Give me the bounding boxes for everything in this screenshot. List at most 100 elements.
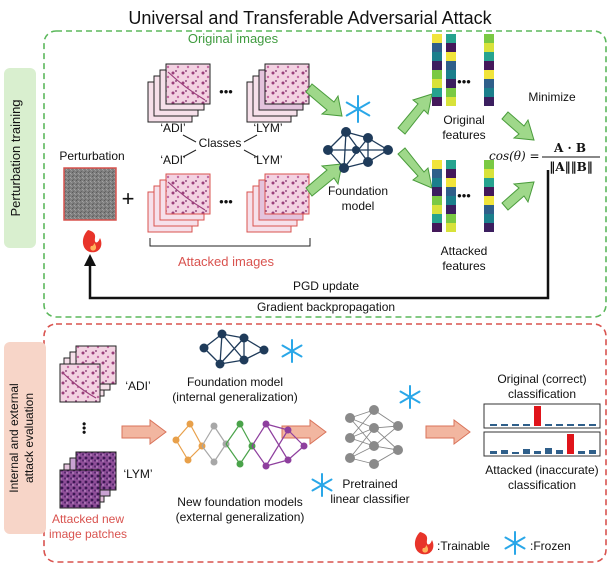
class-bar xyxy=(545,448,552,454)
feature-cell xyxy=(446,223,456,232)
attacked-features-label-1: Attacked xyxy=(441,244,488,258)
feature-cell xyxy=(432,187,442,196)
feature-cell xyxy=(446,61,456,70)
class-bar xyxy=(501,424,508,426)
cos-numerator: A · B xyxy=(553,141,586,155)
attacked-ellipsis: ••• xyxy=(219,194,233,209)
feature-cell xyxy=(432,52,442,61)
feature-cell xyxy=(432,178,442,187)
feature-cell xyxy=(446,34,456,43)
feature-cell xyxy=(432,223,442,232)
gradient-label: Gradient backpropagation xyxy=(257,300,395,314)
figure-title: Universal and Transferable Adversarial A… xyxy=(128,8,492,28)
feature-cell xyxy=(446,70,456,79)
class-bar xyxy=(534,451,541,454)
classifier-label-1: Pretrained xyxy=(342,477,397,491)
att-class-label-1: Attacked (inaccurate) xyxy=(485,463,598,477)
original-features-label-2: features xyxy=(442,128,485,142)
feature-cell xyxy=(432,88,442,97)
feature-cell xyxy=(484,43,494,52)
original-ellipsis: ••• xyxy=(219,84,233,99)
evaluation-label-2: attack evaluation xyxy=(22,393,36,483)
snowflake-icon-legend xyxy=(504,531,526,555)
class-adi-mid: ‘ADI’ xyxy=(160,153,185,167)
foundation-networks-external xyxy=(172,420,308,470)
linear-classifier-network xyxy=(345,405,403,469)
class-bar xyxy=(556,450,563,454)
predicted-class-bar xyxy=(534,406,541,426)
fm-external-label-2: (external generalization) xyxy=(176,510,305,524)
feature-cell xyxy=(484,205,494,214)
feature-cell xyxy=(446,52,456,61)
fm-internal-label-1: Foundation model xyxy=(187,375,283,389)
class-bar xyxy=(589,450,596,454)
att-class-label-2: classification xyxy=(508,478,576,492)
perturbation-label: Perturbation xyxy=(59,149,124,163)
cos-denominator: ‖A‖‖B‖ xyxy=(549,160,592,174)
fm-external-label-1: New foundation models xyxy=(177,495,302,509)
class-bar xyxy=(545,424,552,426)
feature-cell xyxy=(446,97,456,106)
plus-sign: + xyxy=(122,186,135,211)
classes-label: Classes xyxy=(199,136,242,150)
feature-cell xyxy=(446,205,456,214)
snowflake-icon xyxy=(345,95,371,123)
class-bar xyxy=(501,450,508,454)
attacked-features-label-2: features xyxy=(442,259,485,273)
class-adi-top: ‘ADI’ xyxy=(160,121,185,135)
class-lym-top: ‘LYM’ xyxy=(253,121,282,135)
feature-cell xyxy=(432,79,442,88)
feature-ellipsis-top: ••• xyxy=(457,74,471,89)
feature-cell xyxy=(432,160,442,169)
foundation-network-internal xyxy=(199,329,269,369)
class-bar xyxy=(523,424,530,426)
attacked-classification-bars xyxy=(490,434,596,454)
flame-icon xyxy=(82,230,102,253)
feature-cell xyxy=(432,196,442,205)
feature-cell xyxy=(446,169,456,178)
feature-cell xyxy=(446,88,456,97)
attacked-patches-label-1: Attacked new xyxy=(52,512,124,526)
attacked-bracket xyxy=(149,238,311,247)
feature-cell xyxy=(432,61,442,70)
gradient-path xyxy=(88,170,550,300)
eval-adi-stack xyxy=(59,345,117,403)
feature-cell xyxy=(484,61,494,70)
feature-cell xyxy=(484,214,494,223)
feature-cell xyxy=(446,160,456,169)
pgd-update-label: PGD update xyxy=(293,279,359,293)
attacked-feature-vectors xyxy=(432,160,494,232)
feature-cell xyxy=(432,43,442,52)
class-arrows xyxy=(182,134,258,158)
salmon-arrows xyxy=(121,419,471,445)
evaluation-label-1: Internal and external xyxy=(7,383,21,492)
class-bar xyxy=(589,424,596,426)
feature-cell xyxy=(484,223,494,232)
green-arrows xyxy=(305,83,535,211)
feature-cell xyxy=(446,196,456,205)
predicted-class-bar xyxy=(567,434,574,454)
original-feature-vectors xyxy=(432,34,494,106)
class-bar xyxy=(578,451,585,454)
feature-cell xyxy=(432,97,442,106)
foundation-model-label-1: Foundation xyxy=(328,184,388,198)
original-adi-stack xyxy=(147,63,211,123)
feature-cell xyxy=(484,79,494,88)
classifier-label-2: linear classifier xyxy=(330,492,409,506)
eval-class-lym: ‘LYM’ xyxy=(123,467,152,481)
original-lym-stack xyxy=(246,63,310,123)
snowflake-icon-external xyxy=(311,473,333,497)
feature-cell xyxy=(484,169,494,178)
original-classification-bars xyxy=(490,406,596,426)
attacked-patches-label-2: image patches xyxy=(49,527,127,541)
foundation-model-label-2: model xyxy=(342,199,375,213)
legend-trainable: :Trainable xyxy=(437,539,490,553)
gradient-arrowhead xyxy=(84,254,96,266)
feature-cell xyxy=(484,88,494,97)
feature-cell xyxy=(432,34,442,43)
feature-cell xyxy=(432,205,442,214)
class-bar xyxy=(556,424,563,426)
class-bar xyxy=(490,424,497,426)
